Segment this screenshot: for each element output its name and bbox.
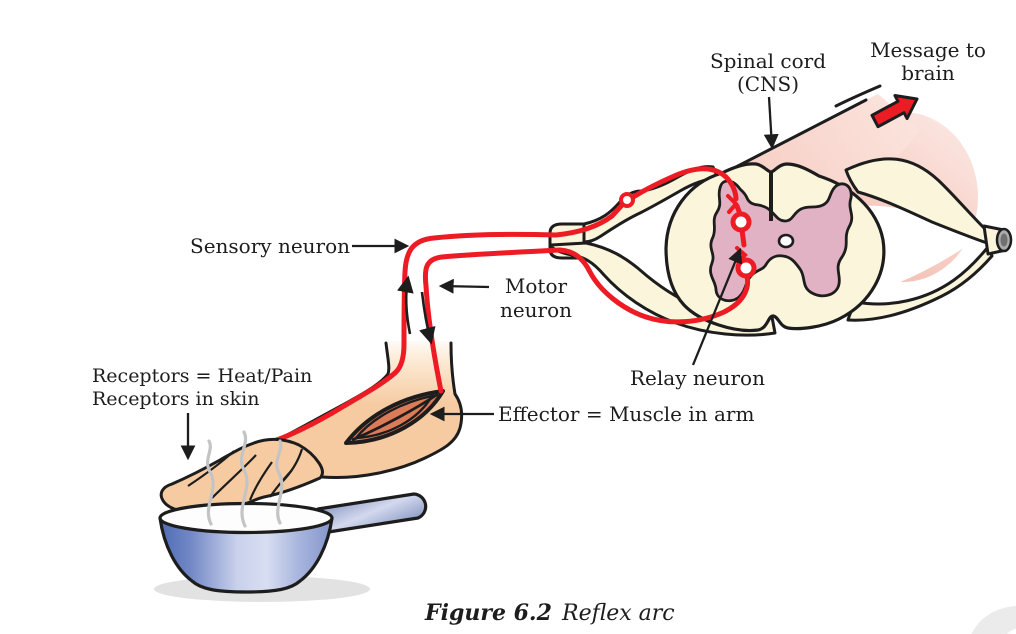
effector-label: Effector = Muscle in arm xyxy=(498,402,754,426)
nerve-pathways xyxy=(262,166,757,447)
pot-rim xyxy=(158,501,334,535)
wrist-crease xyxy=(280,448,304,484)
central-canal xyxy=(777,233,795,249)
label-effector: Effector = Muscle in arm xyxy=(429,402,754,426)
nerve-cut-end-core xyxy=(1000,233,1008,247)
sensory-neuron-path xyxy=(262,166,739,447)
arm-fill xyxy=(258,341,462,478)
label-sensory-neuron: Sensory neuron xyxy=(190,234,410,258)
message-label-line1: Message to xyxy=(870,38,986,62)
motor-neuron-label-line2: neuron xyxy=(500,298,572,322)
receptors-label-line2: Receptors in skin xyxy=(92,388,259,410)
finger-line-3 xyxy=(248,461,273,501)
spinal-cord-pointer xyxy=(763,96,779,150)
relay-neuron-label: Relay neuron xyxy=(630,366,765,390)
spinal-cord-cross-section xyxy=(548,157,1013,337)
impulse-up-arrow-icon xyxy=(397,275,414,335)
relay-neuron-body xyxy=(730,211,752,233)
label-spinal-cord: Spinal cord (CNS) xyxy=(710,49,826,150)
watermark-e: e xyxy=(958,536,1016,634)
caption: Figure 6.2 Reflex arc xyxy=(424,600,675,626)
relay-neuron-pointer xyxy=(691,247,743,366)
label-relay-neuron: Relay neuron xyxy=(630,247,765,390)
label-receptors: Receptors = Heat/Pain Receptors in skin xyxy=(92,365,312,461)
message-label-line2: brain xyxy=(901,61,955,85)
impulse-down-arrow-icon xyxy=(419,291,436,345)
receptors-label-line1: Receptors = Heat/Pain xyxy=(92,365,312,387)
cylinder-edge-line-2 xyxy=(834,84,882,108)
steam-wisp-3 xyxy=(275,439,284,525)
muscle-inner-line xyxy=(353,394,435,440)
label-motor-neuron: Motor neuron xyxy=(438,274,572,322)
label-message-to-brain: Message to brain xyxy=(870,38,986,85)
caption-number: Figure 6.2 xyxy=(424,600,552,626)
spinal-cord-label-line2: (CNS) xyxy=(737,72,799,96)
motor-neuron-path xyxy=(422,247,751,394)
labels: Spinal cord (CNS) Message to brain Senso… xyxy=(92,38,986,461)
sensory-ganglion xyxy=(619,192,635,208)
finger-line-1 xyxy=(187,450,235,487)
right-ventral-root xyxy=(846,245,994,322)
motor-neuron-pointer xyxy=(438,278,490,294)
sensory-neuron-label: Sensory neuron xyxy=(190,234,350,258)
muscle-center-line xyxy=(351,392,439,442)
message-to-brain-arrow-icon xyxy=(870,94,919,129)
right-dorsal-root xyxy=(844,157,992,246)
finger-line-2 xyxy=(211,454,257,499)
relay-axon xyxy=(739,227,747,248)
cylinder-edge-line xyxy=(734,98,868,169)
spinal-cord-label-line1: Spinal cord xyxy=(710,49,826,73)
steam-wisp-2 xyxy=(239,430,249,528)
motor-neuron-label-line1: Motor xyxy=(505,274,568,298)
caption-title: Reflex arc xyxy=(561,601,675,626)
steam-wisp-1 xyxy=(205,439,215,526)
pot-handle xyxy=(316,492,428,535)
motor-neuron-body xyxy=(735,257,757,279)
pot xyxy=(154,430,428,602)
